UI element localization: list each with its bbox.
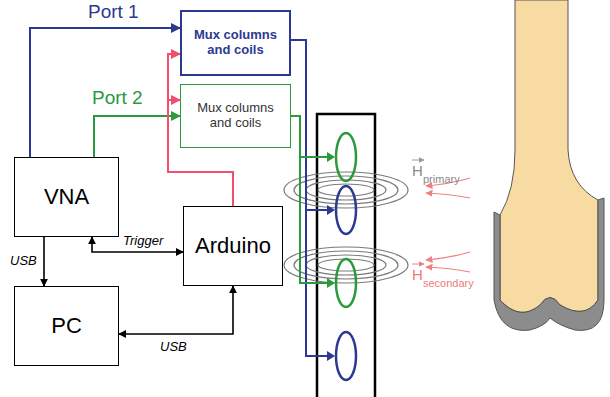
node-label: Arduino <box>195 233 271 258</box>
edge-label: USB <box>160 340 187 354</box>
connector <box>43 237 45 286</box>
instrument-box: VNA <box>14 157 119 237</box>
node-label: PC <box>51 313 82 338</box>
mux-box: Mux columns and coils <box>180 84 291 148</box>
edge-label: Trigger <box>123 234 163 248</box>
edge-label: USB <box>10 254 37 268</box>
edge-label: Port 2 <box>92 88 143 109</box>
mux-box: Mux columns and coils <box>180 10 291 76</box>
femur-bone <box>500 0 598 312</box>
field-symbol: H <box>412 267 423 284</box>
node-label: Mux columns and coils <box>187 101 284 131</box>
computer-box: PC <box>14 286 119 366</box>
knee-implant <box>494 198 604 330</box>
vector-arrow <box>412 160 424 161</box>
field-lines <box>284 172 408 283</box>
field-subscript: primary <box>423 173 460 185</box>
field-subscript: secondary <box>423 277 474 289</box>
coils <box>336 133 356 380</box>
connector <box>30 28 180 157</box>
coil-wires <box>291 40 335 361</box>
controller-box: Arduino <box>183 206 283 286</box>
field-symbol: H <box>412 163 423 180</box>
node-label: VNA <box>44 184 89 209</box>
edge-label: Port 1 <box>88 2 139 23</box>
vector-arrow <box>412 264 424 265</box>
node-label: Mux columns and coils <box>188 28 283 58</box>
secondary-field-arrows <box>426 178 470 272</box>
connector <box>119 286 233 334</box>
